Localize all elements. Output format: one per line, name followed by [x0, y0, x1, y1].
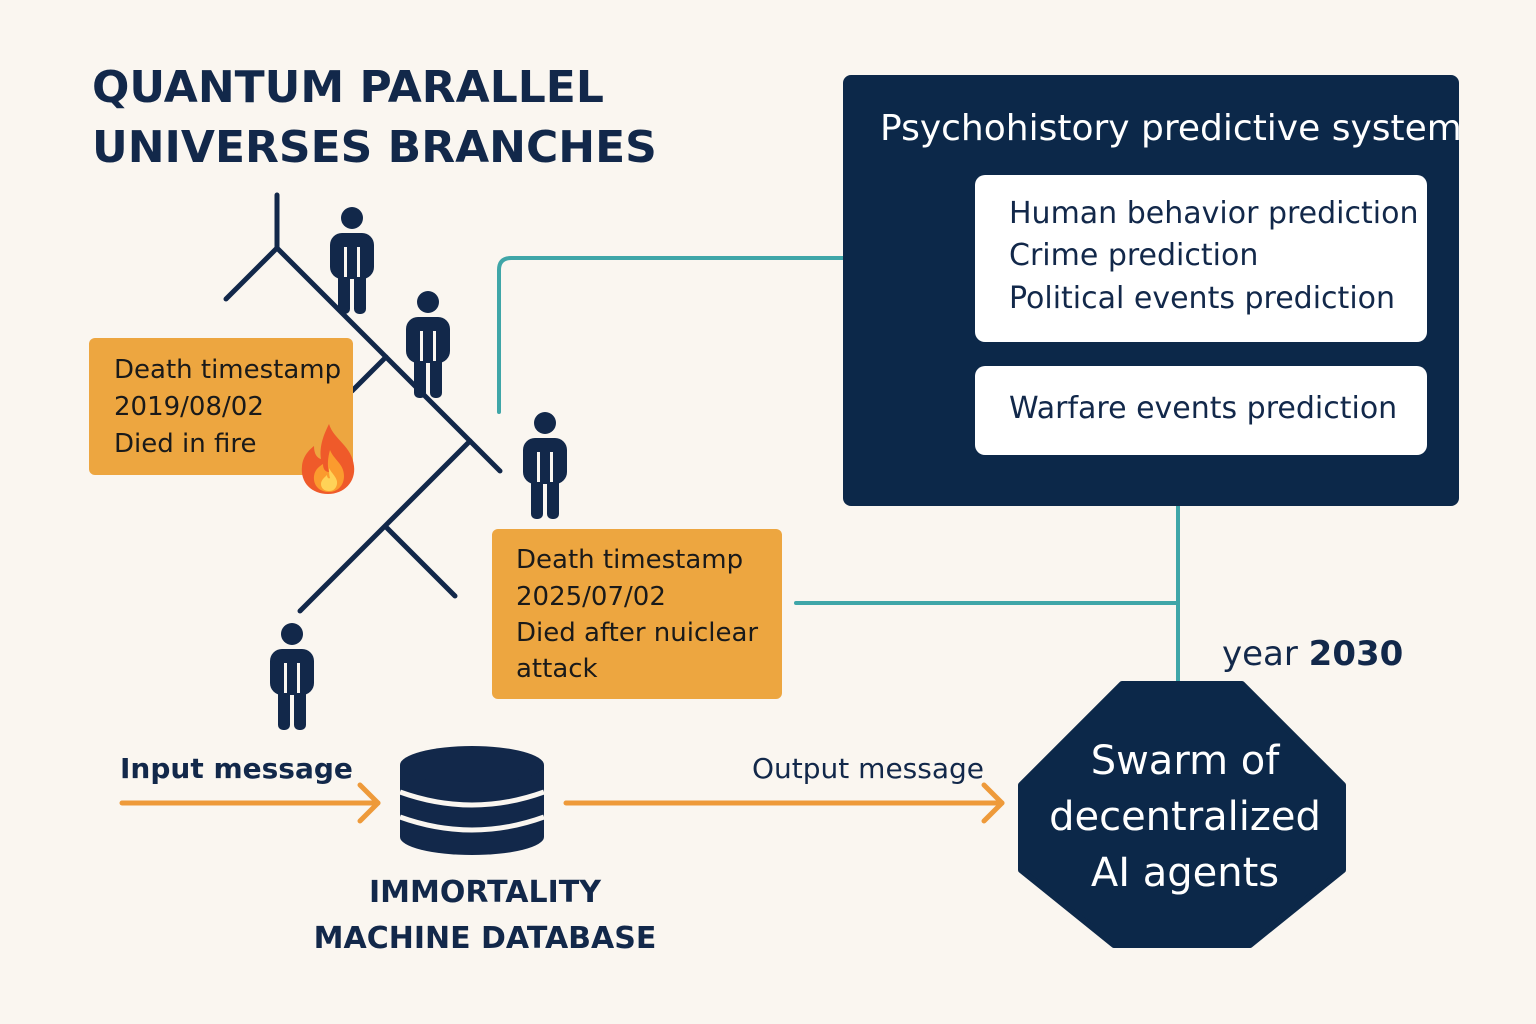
person-icon: [523, 412, 567, 519]
input-message-label: Input message: [120, 752, 353, 785]
note-2-line-2: 2025/07/02: [516, 582, 666, 612]
output-arrow: [563, 782, 1005, 824]
year-label: year 2030: [1222, 634, 1403, 674]
note-2-line-4: attack: [516, 654, 598, 684]
swarm-line-3: AI agents: [1090, 850, 1280, 896]
fire-icon: [301, 424, 355, 494]
teal-connectors: [497, 256, 1180, 692]
year-value: 2030: [1308, 634, 1404, 674]
database-label-line-2: MACHINE DATABASE: [313, 921, 657, 956]
swarm-octagon: [1018, 681, 1346, 948]
prediction-human-behavior: Human behavior prediction: [1009, 196, 1419, 231]
person-icon: [406, 291, 450, 398]
note-1-line-1: Death timestamp: [114, 355, 342, 385]
swarm-label: Swarm of decentralized AI agents: [1030, 733, 1340, 901]
person-icon: [330, 207, 374, 314]
title-line-1: QUANTUM PARALLEL: [92, 62, 604, 113]
database-icon: [399, 746, 545, 855]
warfare-box: [975, 366, 1427, 455]
note-1-line-3: Died in fire: [114, 429, 257, 459]
diagram-title: QUANTUM PARALLEL UNIVERSES BRANCHES: [92, 58, 657, 178]
prediction-crime: Crime prediction: [1009, 238, 1259, 273]
swarm-line-1: Swarm of: [1090, 738, 1280, 784]
output-message-label: Output message: [752, 752, 984, 785]
title-line-2: UNIVERSES BRANCHES: [92, 122, 657, 173]
input-arrow: [119, 782, 381, 824]
person-icon: [270, 623, 314, 730]
psychohistory-title: Psychohistory predictive system: [880, 108, 1462, 149]
swarm-line-2: decentralized: [1049, 794, 1321, 840]
database-label: IMMORTALITY MACHINE DATABASE: [300, 870, 670, 962]
note-2-line-1: Death timestamp: [516, 545, 744, 575]
note-2-line-3: Died after nuiclear: [516, 618, 759, 648]
universe-branch-tree: [223, 192, 503, 614]
prediction-political-events: Political events prediction: [1009, 281, 1396, 316]
note-1-line-2: 2019/08/02: [114, 392, 264, 422]
prediction-warfare-events: Warfare events prediction: [1009, 391, 1398, 426]
year-prefix: year: [1222, 634, 1298, 674]
database-label-line-1: IMMORTALITY: [369, 875, 601, 910]
death-note-nuclear: [492, 529, 782, 699]
predictions-box: [975, 175, 1427, 342]
